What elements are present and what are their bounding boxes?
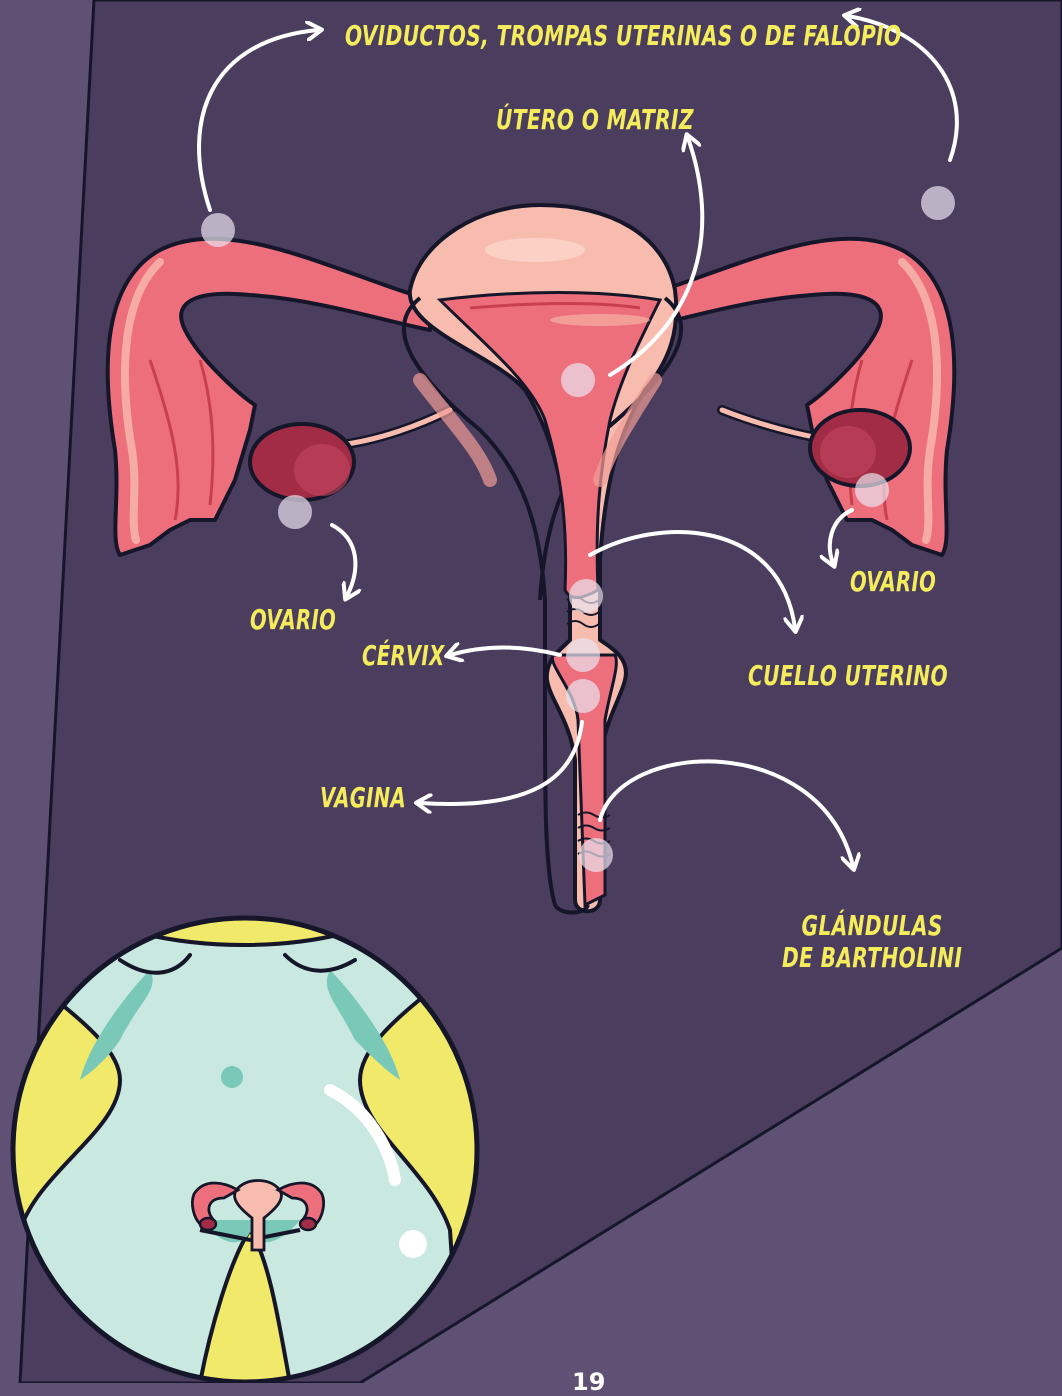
- dot-ovario-right: [855, 473, 889, 507]
- label-utero: ÚTERO O MATRIZ: [496, 104, 694, 136]
- page-number: 19: [572, 1368, 605, 1396]
- label-vagina: VAGINA: [320, 782, 406, 814]
- label-cuello-uterino: CUELLO UTERINO: [748, 660, 948, 692]
- dot-utero: [561, 363, 595, 397]
- dot-oviducto-left: [201, 213, 235, 247]
- label-ovario-right: OVARIO: [850, 566, 936, 598]
- label-oviductos: OVIDUCTOS, TROMPAS UTERINAS O DE FALOPIO: [345, 20, 902, 52]
- dot-glandulas: [579, 838, 613, 872]
- label-cervix: CÉRVIX: [362, 640, 445, 672]
- dot-ovario-left: [278, 495, 312, 529]
- dot-cuello: [569, 579, 603, 613]
- navel: [221, 1066, 243, 1088]
- dot-cervix: [566, 638, 600, 672]
- dot-oviducto-right: [921, 186, 955, 220]
- label-glandulas-bartholini: GLÁNDULAS DE BARTHOLINI: [782, 910, 962, 974]
- label-ovario-left: OVARIO: [250, 604, 336, 636]
- label-glandulas-line1: GLÁNDULAS: [782, 910, 962, 942]
- label-glandulas-line2: DE BARTHOLINI: [782, 942, 962, 974]
- dot-vagina: [566, 679, 600, 713]
